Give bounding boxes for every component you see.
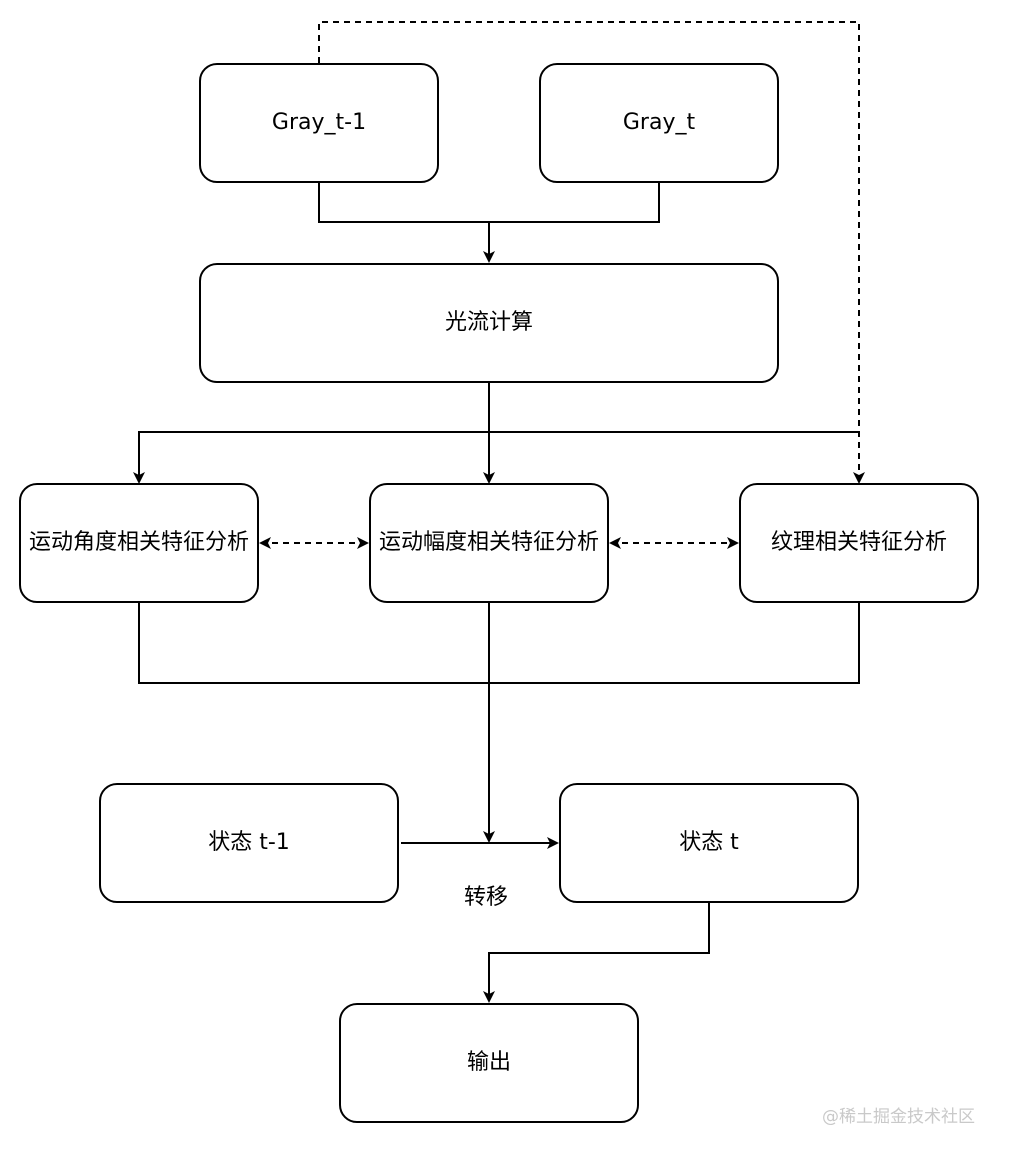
node-output[interactable]: 输出 (339, 1003, 639, 1123)
edge-label-transition: 转移 (464, 885, 509, 910)
edge-dashed-gray-to-texture (318, 21, 865, 484)
node-angle-features[interactable]: 运动角度相关特征分析 (19, 483, 259, 603)
node-magnitude-features[interactable]: 运动幅度相关特征分析 (369, 483, 609, 603)
edge-features-merge (138, 603, 860, 684)
node-state-curr[interactable]: 状态 t (559, 783, 859, 903)
edge-gray-prev-merge (318, 183, 489, 223)
node-gray-prev[interactable]: Gray_t-1 (199, 63, 439, 183)
edge-gray-curr-merge (489, 183, 660, 223)
edge-distribution-bus-left (133, 431, 489, 484)
edge-state-to-output (483, 903, 710, 1003)
watermark-text: @稀土掘金技术社区 (822, 1107, 975, 1127)
node-state-prev[interactable]: 状态 t-1 (99, 783, 399, 903)
node-optical-flow[interactable]: 光流计算 (199, 263, 779, 383)
node-texture-features[interactable]: 纹理相关特征分析 (739, 483, 979, 603)
node-gray-curr[interactable]: Gray_t (539, 63, 779, 183)
